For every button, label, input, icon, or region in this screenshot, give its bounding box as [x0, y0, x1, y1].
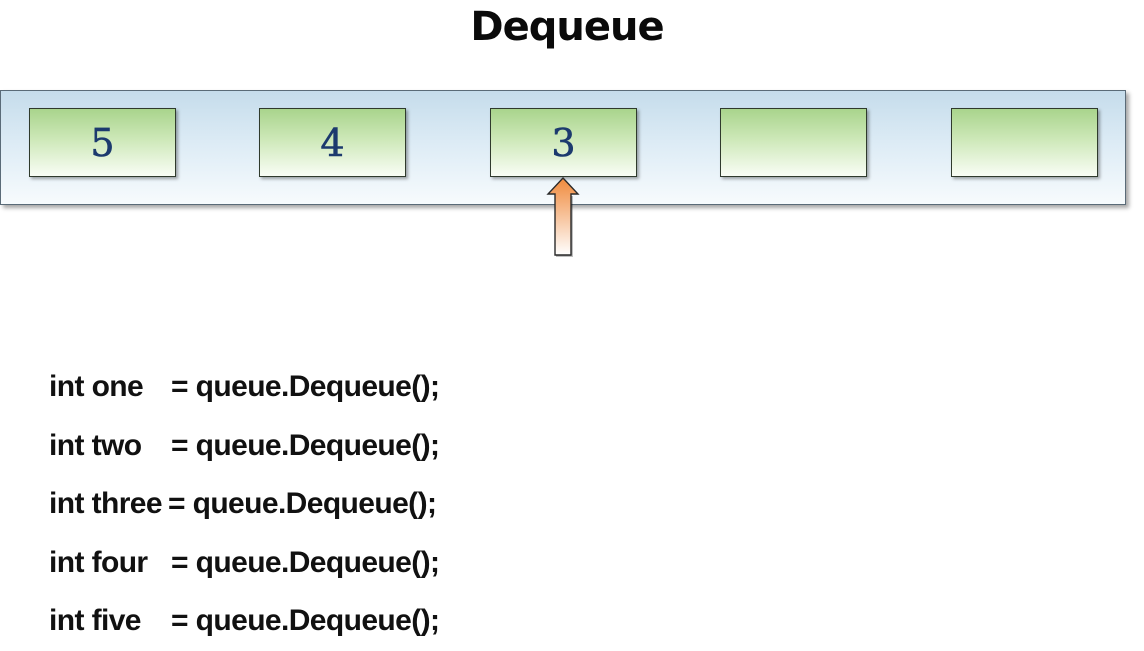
code-expression: = queue.Dequeue(); — [171, 370, 440, 404]
code-expression: = queue.Dequeue(); — [171, 604, 440, 638]
code-expression: = queue.Dequeue(); — [167, 487, 437, 521]
code-declaration: int five — [49, 604, 141, 638]
queue-cell: 3 — [490, 108, 637, 177]
code-line: int four = queue.Dequeue(); — [49, 534, 440, 593]
code-line: int one = queue.Dequeue(); — [49, 358, 440, 417]
code-expression: = queue.Dequeue(); — [171, 428, 440, 462]
queue-cell-value: 3 — [551, 120, 576, 165]
diagram-title: Dequeue — [470, 4, 664, 50]
code-expression: = queue.Dequeue(); — [171, 545, 440, 579]
code-declaration: int four — [49, 545, 148, 579]
code-line: int five = queue.Dequeue(); — [49, 592, 440, 651]
code-block: int one = queue.Dequeue(); int two = queue… — [49, 358, 440, 651]
code-declaration: int two — [49, 428, 142, 462]
queue-cell: 4 — [259, 108, 406, 177]
dequeue-pointer-arrow-icon — [546, 176, 580, 257]
code-line: int three= queue.Dequeue(); — [49, 475, 439, 534]
queue-cell-value: 5 — [90, 120, 115, 165]
queue-cell: 5 — [29, 108, 176, 177]
code-declaration: int three — [49, 487, 163, 521]
code-declaration: int one — [49, 370, 144, 404]
queue-cell — [720, 108, 867, 177]
queue-cell-value: 4 — [320, 120, 345, 165]
queue-cell — [951, 108, 1098, 177]
queue-container: 5 4 3 — [0, 90, 1126, 205]
code-line: int two = queue.Dequeue(); — [49, 417, 440, 476]
